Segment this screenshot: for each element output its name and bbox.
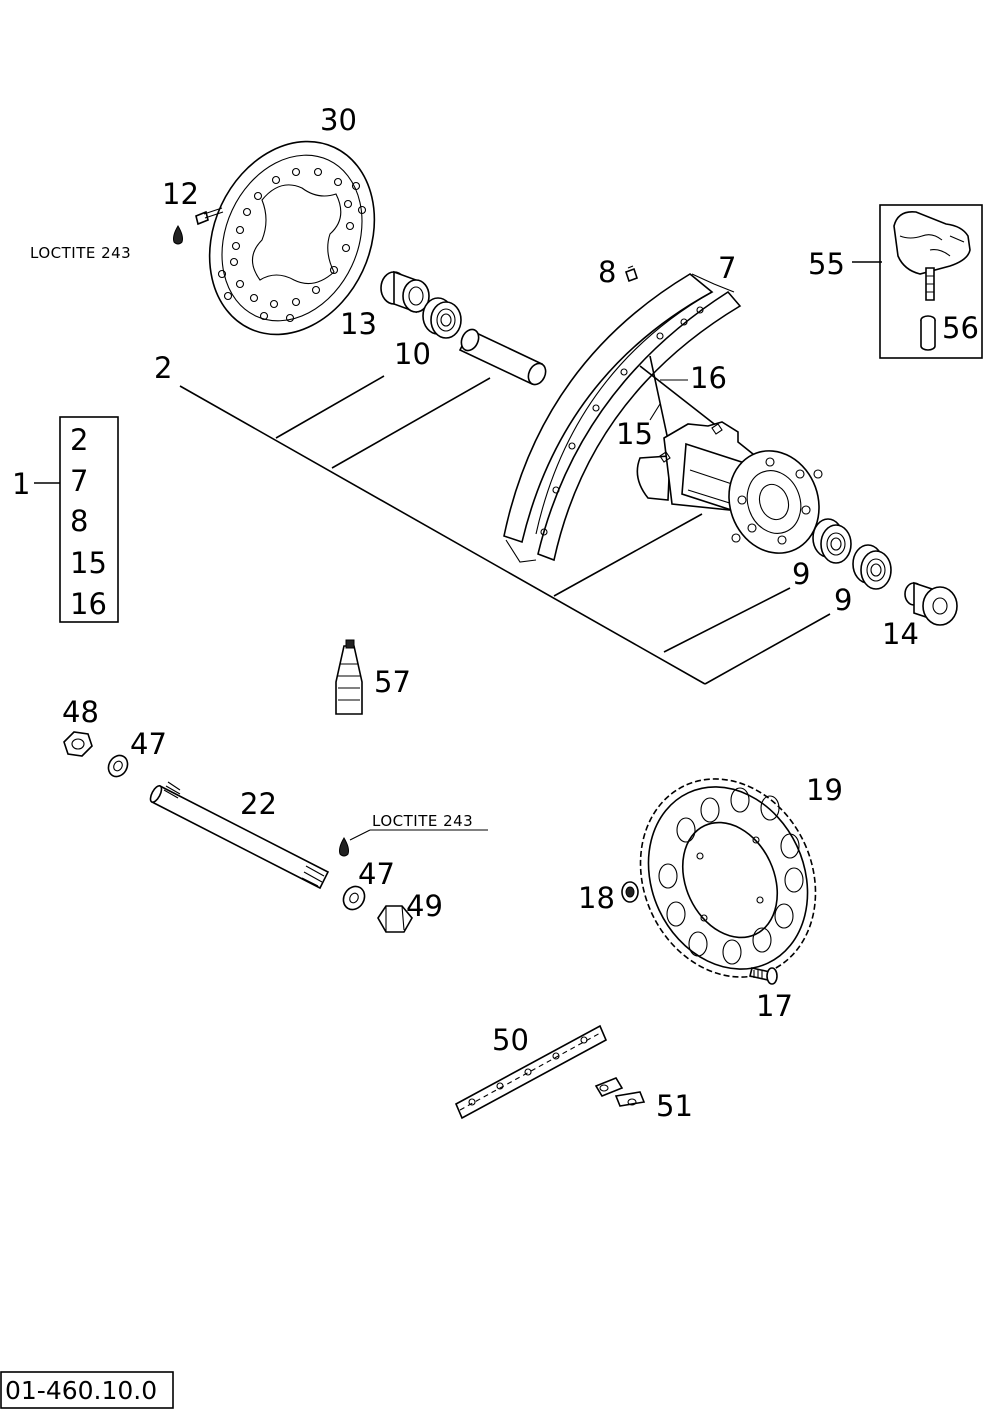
callout-47-bottom: 47 <box>358 857 395 891</box>
callout-49: 49 <box>406 889 443 923</box>
callout-30: 30 <box>320 103 357 137</box>
callout-50: 50 <box>492 1023 529 1057</box>
callout-13: 13 <box>340 307 377 341</box>
valve-cap-box <box>879 204 983 359</box>
callout-18: 18 <box>578 881 615 915</box>
callout-17: 17 <box>756 989 793 1023</box>
sprocket-nut-18 <box>621 881 639 903</box>
washer-47-bottom <box>342 885 366 911</box>
callout-8: 8 <box>598 255 616 289</box>
washer-47-top <box>107 754 129 778</box>
rear-sprocket <box>639 778 817 978</box>
callout-16: 16 <box>690 361 727 395</box>
axle-nut-49 <box>377 905 413 933</box>
callout-9b: 9 <box>834 583 852 617</box>
disc-bolt <box>173 207 224 245</box>
callout-19: 19 <box>806 773 843 807</box>
right-spacer <box>904 581 958 626</box>
drive-chain <box>454 1024 608 1120</box>
rear-hub <box>636 421 823 554</box>
spoke-nipple <box>624 265 639 283</box>
axle-nut-48 <box>63 731 93 757</box>
loctite-note-axle: LOCTITE 243 <box>349 812 488 841</box>
wheel-bearing-left <box>422 297 462 339</box>
callout-14: 14 <box>882 617 919 651</box>
callout-55: 55 <box>808 247 845 281</box>
callout-10: 10 <box>394 337 431 371</box>
kit-item: 16 <box>70 587 107 621</box>
distance-tube <box>458 328 547 386</box>
callout-56: 56 <box>942 311 979 345</box>
drawing-number-box: 01-460.10.0 <box>0 1371 174 1409</box>
kit-item: 7 <box>70 464 88 498</box>
callout-51: 51 <box>656 1089 693 1123</box>
callout-47-top: 47 <box>130 727 167 761</box>
callout-22: 22 <box>240 787 277 821</box>
callout-57: 57 <box>374 665 411 699</box>
rear-axle <box>149 781 330 890</box>
callout-2: 2 <box>154 351 172 385</box>
drawing-number: 01-460.10.0 <box>5 1376 157 1405</box>
kit-item: 15 <box>70 546 107 580</box>
wheel-bearing-right-b <box>852 544 892 590</box>
loctite-note-top: LOCTITE 243 <box>30 244 131 262</box>
callout-1: 1 <box>12 467 30 501</box>
kit-item: 8 <box>70 504 88 538</box>
callout-7: 7 <box>718 251 736 285</box>
loctite-drop-axle <box>339 837 349 857</box>
kit-list: 2 7 8 15 16 <box>70 423 107 621</box>
loctite-note-axle-text: LOCTITE 243 <box>372 812 473 830</box>
callout-12: 12 <box>162 177 199 211</box>
wheel-bearing-right-a <box>812 518 852 564</box>
kit-item: 2 <box>70 423 88 457</box>
wheel-rim <box>503 273 742 563</box>
assembly-lines <box>34 261 882 685</box>
hub-spacer <box>380 270 430 314</box>
grease-tube <box>335 639 363 715</box>
chain-master-link <box>594 1077 646 1107</box>
callout-labels: 30 12 13 10 2 8 7 16 15 55 56 9 9 14 1 5… <box>12 103 979 1123</box>
kit-box <box>59 416 119 623</box>
callout-9a: 9 <box>792 557 810 591</box>
brake-disc <box>208 140 376 336</box>
callout-48: 48 <box>62 695 99 729</box>
sprocket-bolt-17 <box>749 967 778 985</box>
callout-15: 15 <box>616 417 653 451</box>
